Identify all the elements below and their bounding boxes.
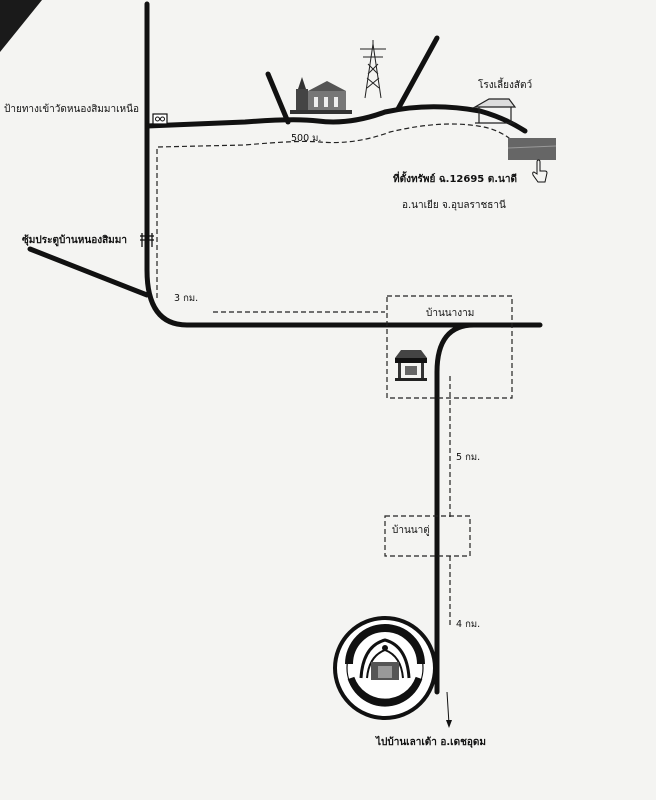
road-top-curve [144, 104, 528, 134]
label-property-line2: อ.นาเยีย จ.อุบลราชธานี [402, 200, 506, 211]
road-west-vertical [144, 1, 543, 328]
road-branch-left [265, 71, 291, 125]
dashed-routes [156, 123, 516, 625]
label-village-nangam: บ้านนางาม [426, 308, 475, 319]
road-branch-right [395, 35, 440, 112]
sign-icon [152, 113, 168, 125]
temple-icon [290, 77, 352, 114]
corner-shadow [0, 0, 42, 52]
seal-logo [333, 616, 437, 720]
power-tower-icon [360, 40, 386, 99]
roads [27, 1, 543, 695]
distance-5km: 5 กม. [456, 452, 480, 463]
shed-icon [472, 98, 517, 124]
label-north-temple-sign: ป้ายทางเข้าวัดหนองสิมมาเหนือ [4, 104, 139, 115]
label-village-natu: บ้านนาตู่ [392, 525, 430, 536]
gate-icon [140, 233, 154, 247]
distance-500m: 500 ม. [291, 133, 321, 144]
road-south [434, 322, 477, 695]
distance-4km: 4 กม. [456, 619, 480, 630]
label-destination: ไปบ้านเลาเต้า อ.เดชอุดม [376, 737, 486, 748]
road-arch-branch [27, 246, 150, 298]
market-icon [395, 350, 427, 381]
label-farm-shed: โรงเลี้ยงสัตว์ [478, 80, 533, 91]
property-photo [508, 138, 556, 160]
label-arch-village-gate: ซุ้มประตูบ้านหนองสิมมา [22, 235, 127, 246]
label-property-line1: ที่ตั้งทรัพย์ ฉ.12695 ต.นาดี [393, 174, 517, 185]
destination-arrow [446, 691, 452, 728]
distance-3km: 3 กม. [174, 293, 198, 304]
dashed-route-top [156, 123, 516, 298]
hand-pointer-icon [532, 159, 548, 183]
nangam-box [386, 295, 513, 399]
natu-box [384, 515, 471, 557]
